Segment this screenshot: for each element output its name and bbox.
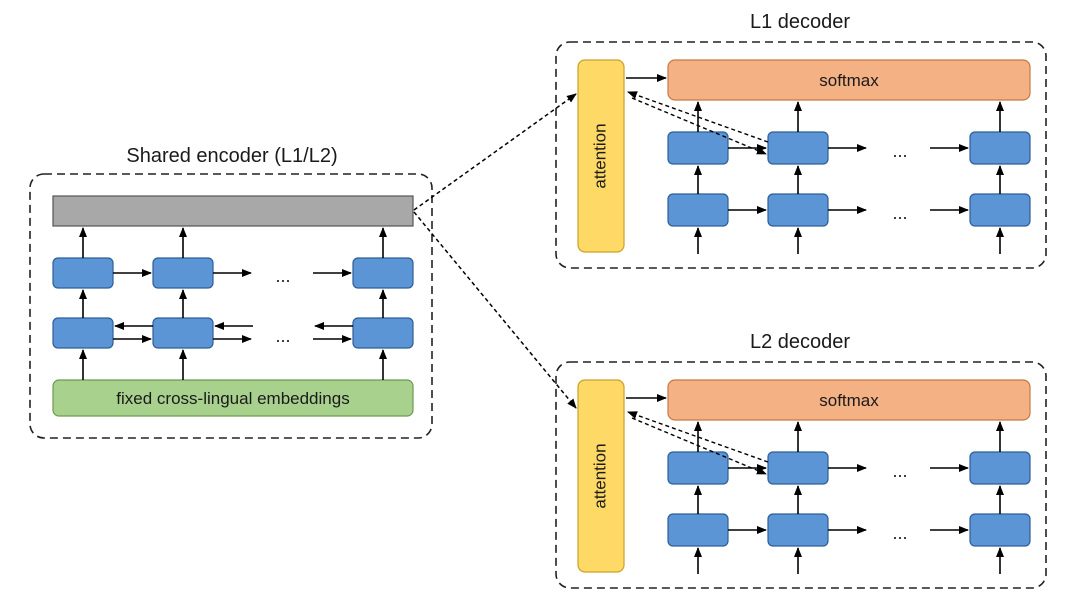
l1-softmax-bar	[667, 59, 1031, 101]
encoder-lower-cell-3	[352, 317, 414, 349]
l1-softmax-label: softmax	[819, 71, 879, 90]
l1-dashed-arrows	[627, 91, 769, 155]
encoder-upper-cell-1	[52, 257, 114, 289]
l2-decoder: L2 decoder attention softmax ... ...	[555, 331, 1047, 589]
encoder-upper-ellipsis: ...	[275, 266, 290, 286]
l1-decoder: L1 decoder attention softmax ... ...	[555, 11, 1047, 269]
l2-softmax-bar	[667, 379, 1031, 421]
l1-upper-cell-3	[969, 131, 1031, 165]
l1-solid-arrows	[626, 74, 1004, 254]
l1-lower-cell-2	[767, 193, 829, 227]
l1-attention-label: attention	[590, 123, 609, 188]
l2-upper-cell-3	[969, 451, 1031, 485]
l2-dashed-arrows	[627, 411, 769, 475]
dashed-arrow-to-attention	[627, 91, 769, 143]
encoder-lower-cell-1	[52, 317, 114, 349]
l2-lower-cell-3	[969, 513, 1031, 547]
l1-upper-cell-1	[667, 131, 729, 165]
encoder-lower-ellipsis: ...	[275, 326, 290, 346]
l1-attention-box	[577, 59, 625, 253]
l1-lower-ellipsis: ...	[892, 203, 907, 223]
l2-upper-cell-1	[667, 451, 729, 485]
l2-decoder-title: L2 decoder	[750, 331, 850, 353]
dashed-arrow-from-attention	[631, 417, 767, 475]
encoder-to-decoder-links	[413, 93, 577, 409]
l2-upper-ellipsis: ...	[892, 461, 907, 481]
l2-lower-cell-2	[767, 513, 829, 547]
l2-attention-label: attention	[590, 443, 609, 508]
l1-decoder-title: L1 decoder	[750, 11, 850, 33]
dashed-arrow-to-attention	[627, 411, 769, 463]
l2-upper-cell-2	[767, 451, 829, 485]
l2-solid-arrows	[626, 394, 1004, 574]
dashed-arrow-from-attention	[631, 97, 767, 155]
l1-upper-cell-2	[767, 131, 829, 165]
embeddings-label: fixed cross-lingual embeddings	[116, 389, 349, 408]
encoder-frame	[29, 173, 433, 439]
encoder-upper-cell-3	[352, 257, 414, 289]
encoder-output-bar	[52, 195, 414, 227]
encoder-upper-cell-2	[152, 257, 214, 289]
l1-upper-ellipsis: ...	[892, 141, 907, 161]
l1-lower-cell-3	[969, 193, 1031, 227]
encoder-lower-cell-2	[152, 317, 214, 349]
l1-lower-cell-1	[667, 193, 729, 227]
l2-softmax-label: softmax	[819, 391, 879, 410]
shared-encoder: Shared encoder (L1/L2) ... ... fixed cro…	[29, 145, 433, 439]
encoder-title: Shared encoder (L1/L2)	[126, 145, 337, 167]
l2-lower-ellipsis: ...	[892, 523, 907, 543]
link-to-l1-attention	[413, 93, 577, 211]
encoder-vertical-arrows	[79, 227, 387, 380]
l2-attention-box	[577, 379, 625, 573]
embeddings-bar	[52, 379, 414, 417]
l2-lower-cell-1	[667, 513, 729, 547]
encoder-lower-bidirectional-arrows	[113, 322, 353, 343]
link-to-l2-attention	[413, 211, 577, 409]
